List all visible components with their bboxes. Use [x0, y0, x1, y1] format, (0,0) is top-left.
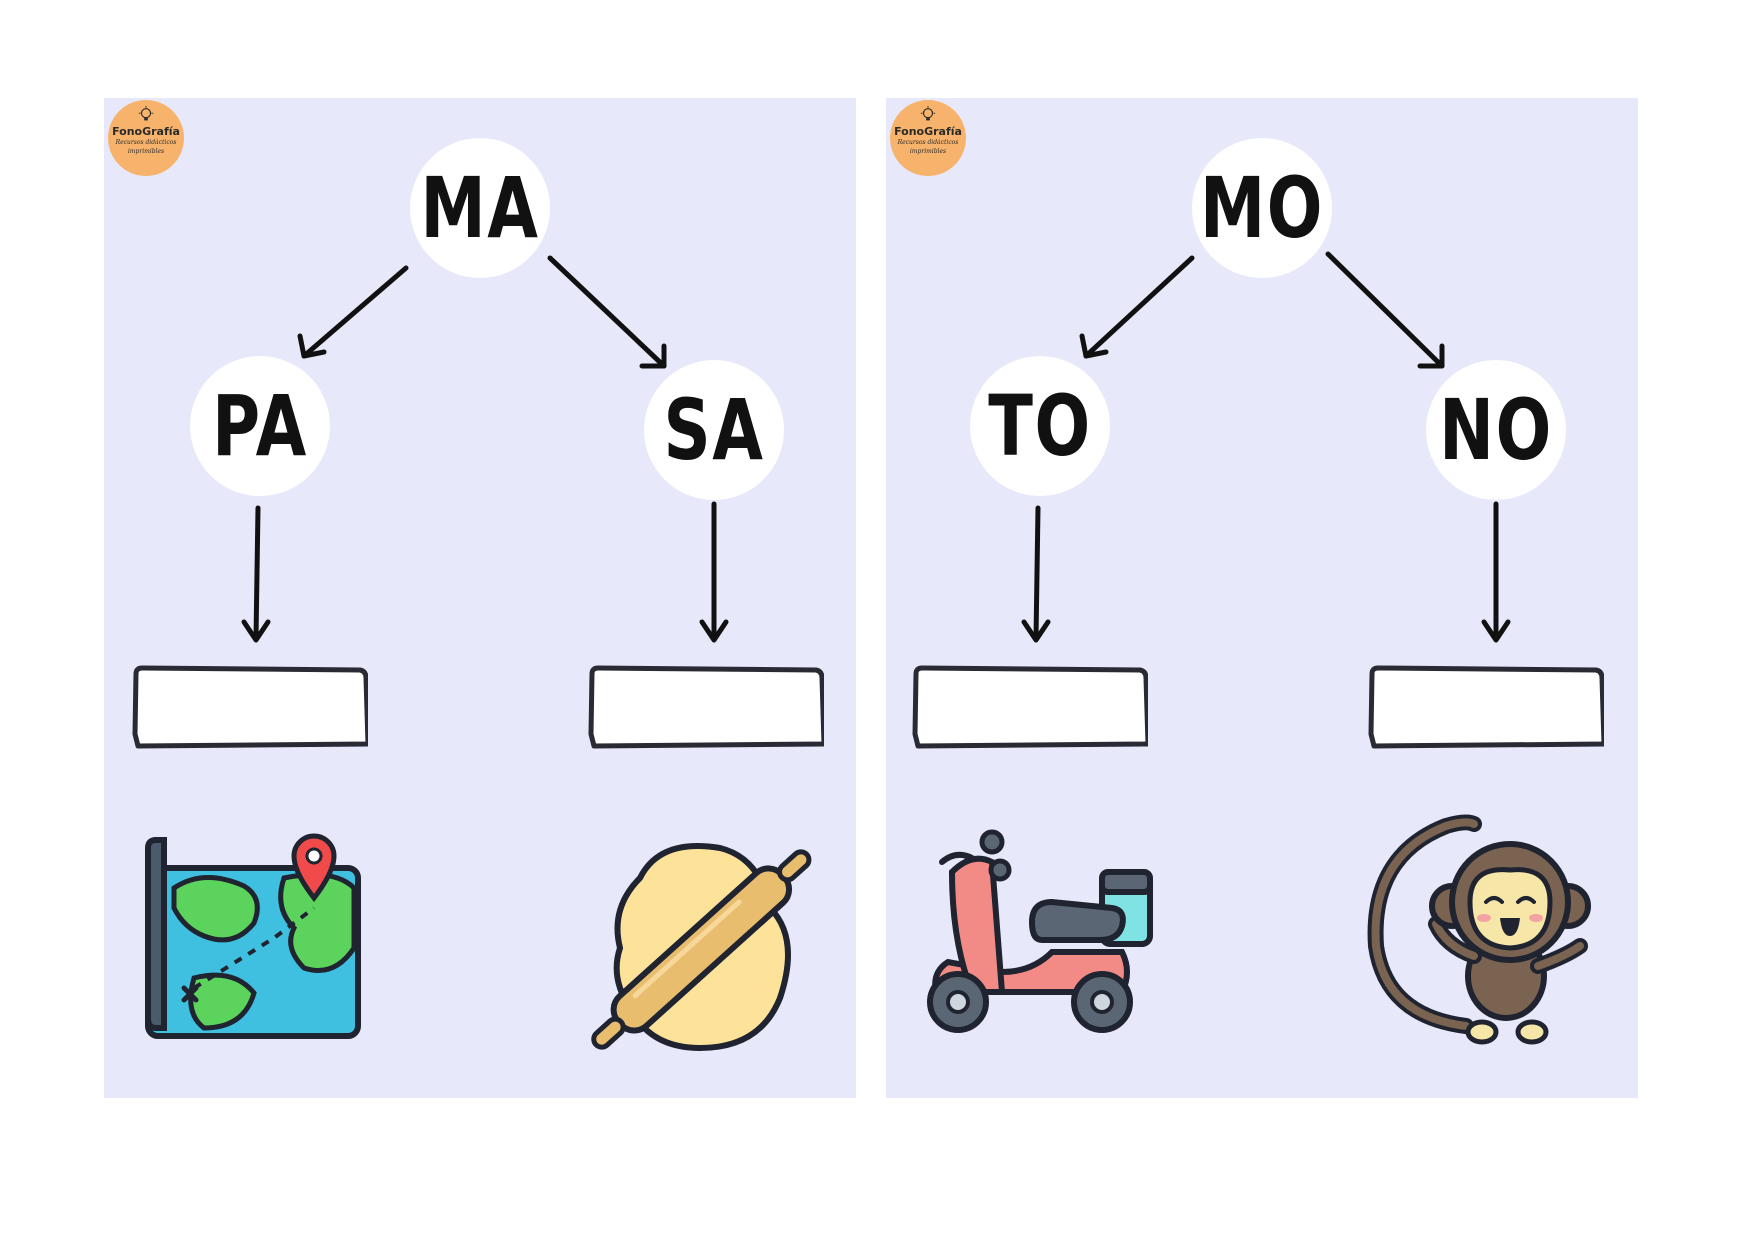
rolling-pin-dough-icon — [591, 843, 812, 1052]
answer-box-right[interactable] — [588, 664, 824, 750]
arrow-down-left — [253, 505, 261, 641]
syllable-left: PA — [212, 377, 308, 475]
logo-brand: FonoGrafía — [112, 125, 180, 138]
syllable-left: TO — [988, 377, 1092, 475]
logo-tagline-2: imprimibles — [909, 148, 947, 155]
logo-tagline: Recursos didácticos — [897, 139, 959, 146]
arrow-left-down — [301, 265, 409, 359]
scooter-icon — [927, 829, 1153, 1033]
fonografia-logo: FonoGrafía Recursos didácticos imprimibl… — [108, 100, 184, 176]
lightbulb-icon — [138, 106, 154, 121]
syllable-bubble-right — [644, 360, 784, 500]
map-icon — [145, 833, 361, 1039]
answer-box-right[interactable] — [1368, 664, 1604, 750]
syllable-bubble-right — [1426, 360, 1566, 500]
worksheet-card-1: FonoGrafía Recursos didácticos imprimibl… — [104, 98, 856, 1098]
answer-box-left[interactable] — [132, 664, 368, 750]
answer-box-left[interactable] — [912, 664, 1148, 750]
syllable-bubble-top — [1192, 138, 1332, 278]
syllable-bubble-left — [970, 356, 1110, 496]
syllable-top: MA — [420, 159, 540, 257]
arrow-down-left — [1033, 505, 1041, 641]
arrow-right-down — [1325, 251, 1445, 369]
syllable-right: NO — [1439, 381, 1553, 479]
worksheet-card-2: FonoGrafía Recursos didácticos imprimibl… — [886, 98, 1638, 1098]
logo-tagline: Recursos didácticos — [115, 139, 177, 146]
syllable-bubble-top — [410, 138, 550, 278]
arrow-right-down — [547, 255, 667, 369]
fonografia-logo: FonoGrafía Recursos didácticos imprimibl… — [890, 100, 966, 176]
monkey-icon — [1367, 814, 1591, 1045]
syllable-right: SA — [663, 381, 765, 479]
arrows — [1021, 251, 1511, 643]
arrow-left-down — [1083, 255, 1195, 359]
syllable-top: MO — [1199, 159, 1325, 257]
arrows — [241, 255, 729, 643]
logo-tagline-2: imprimibles — [127, 148, 165, 155]
syllable-bubble-left — [190, 356, 330, 496]
logo-brand: FonoGrafía — [894, 125, 962, 138]
lightbulb-icon — [920, 106, 936, 121]
